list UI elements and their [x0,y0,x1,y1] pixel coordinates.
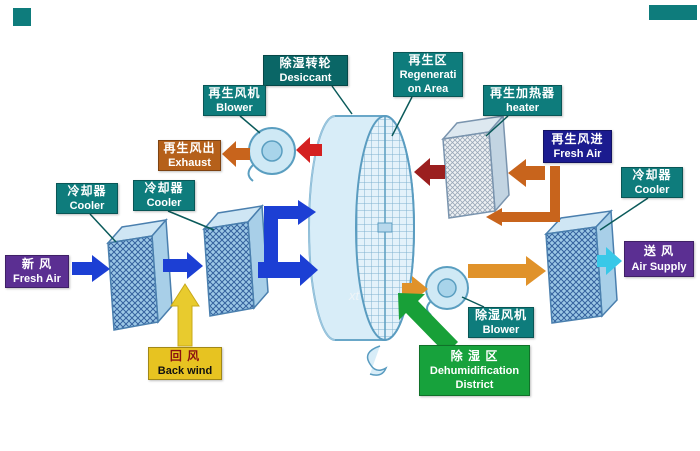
label-regen-area-en1: Regenerati [399,69,457,82]
label-fresh-air-in: 新 风 Fresh Air [5,255,69,288]
leader-lines [89,85,649,308]
arrow-cooler3-to-supply [597,247,622,275]
decor-square-top-left [13,8,31,26]
leader-regen-blower [239,115,261,134]
label-cooler1-cn: 冷却器 [67,183,107,198]
wheel-back-rim [308,115,336,341]
label-regen-area-cn: 再生区 [408,52,448,67]
label-dehumid-district-en2: District [455,379,494,392]
label-regen-blower-en: Blower [216,102,253,115]
label-airsupply-cn: 送 风 [643,244,675,259]
label-regen-heater-cn: 再生加热器 [489,85,555,100]
label-cooler-1: 冷却器 Cooler [56,183,118,214]
label-cooler-2: 冷却器 Cooler [133,180,195,211]
leader-regen-heater [485,115,509,137]
cooler-unit-2 [202,204,269,317]
label-dehumid-district-cn: 除 湿 区 [450,348,499,363]
label-dehumid-blower-en: Blower [482,324,520,337]
regen-blower-fan [247,127,296,182]
label-regen-heater: 再生加热器 heater [483,85,562,116]
label-dehumid-blower: 除湿风机 Blower [468,307,534,338]
leader-cooler1 [89,213,117,243]
label-regen-blower-cn: 再生风机 [208,85,261,100]
watermark-text: xt [348,288,361,303]
wheel-axle [377,222,393,233]
desiccant-wheel [308,115,415,376]
label-desiccant-cn: 除湿转轮 [279,55,332,70]
label-cooler-3: 冷却器 Cooler [621,167,683,198]
arrow-cooler2-to-wheel-upper [264,200,316,265]
label-freshair-en: Fresh Air [13,273,61,286]
cooler-unit-1 [106,218,173,331]
wheel-ribbon-curl [366,345,388,376]
leader-regen-area [391,96,413,137]
arrow-regenfreshair-to-heater [508,159,545,187]
arrow-wheel-to-dehumidfan [402,276,428,302]
arrow-dehumid-district [398,293,458,354]
label-exhaust-cn: 再生风出 [163,140,216,155]
label-backwind-cn: 回 风 [169,348,201,363]
label-dehumid-district-en1: Dehumidification [429,365,520,378]
dehumid-blower-fan [425,266,469,316]
label-desiccant-wheel: 除湿转轮 Desiccant [263,55,348,86]
heater-unit [441,114,510,219]
decor-banner-top-right [649,5,697,20]
arrow-freshair-to-cooler1 [72,255,110,282]
label-regeneration-area: 再生区 Regenerati on Area [393,52,463,97]
arrow-wheel-to-regenfan [296,137,322,163]
label-exhaust-en: Exhaust [168,157,211,170]
label-back-wind: 回 风 Back wind [148,347,222,380]
arrow-dehumidfan-to-cooler3 [468,256,546,286]
label-air-supply: 送 风 Air Supply [624,241,694,277]
label-regen-area-en2: on Area [407,83,449,96]
arrow-heater-to-wheel [414,158,445,186]
label-regen-freshair-cn: 再生风进 [551,131,604,146]
label-dehumid-blower-cn: 除湿风机 [474,307,527,322]
leader-cooler2 [167,210,215,231]
arrow-cooler1-to-cooler2 [163,252,203,279]
leader-desiccant [331,85,353,115]
label-regen-blower: 再生风机 Blower [203,85,266,116]
label-cooler1-en: Cooler [69,200,105,213]
leader-cooler3 [599,197,649,231]
label-cooler3-en: Cooler [634,184,670,197]
label-regen-heater-en: heater [505,102,540,115]
label-regen-freshair-en: Fresh Air [553,148,602,161]
label-cooler2-cn: 冷却器 [144,180,184,195]
label-regen-fresh-air: 再生风进 Fresh Air [543,130,612,163]
label-backwind-en: Back wind [157,365,213,378]
arrow-fan-to-exhaust [222,141,250,167]
arrow-regenfreshair-elbow [486,166,560,226]
leader-dehumid-blower [461,296,485,308]
label-cooler2-en: Cooler [146,197,182,210]
arrow-backwind-up [170,283,200,347]
label-airsupply-en: Air Supply [631,260,687,273]
label-exhaust: 再生风出 Exhaust [158,140,221,171]
label-freshair-cn: 新 风 [21,256,53,271]
label-desiccant-en: Desiccant [279,72,332,85]
label-dehumid-district: 除 湿 区 Dehumidification District [419,345,530,396]
label-cooler3-cn: 冷却器 [632,167,672,182]
